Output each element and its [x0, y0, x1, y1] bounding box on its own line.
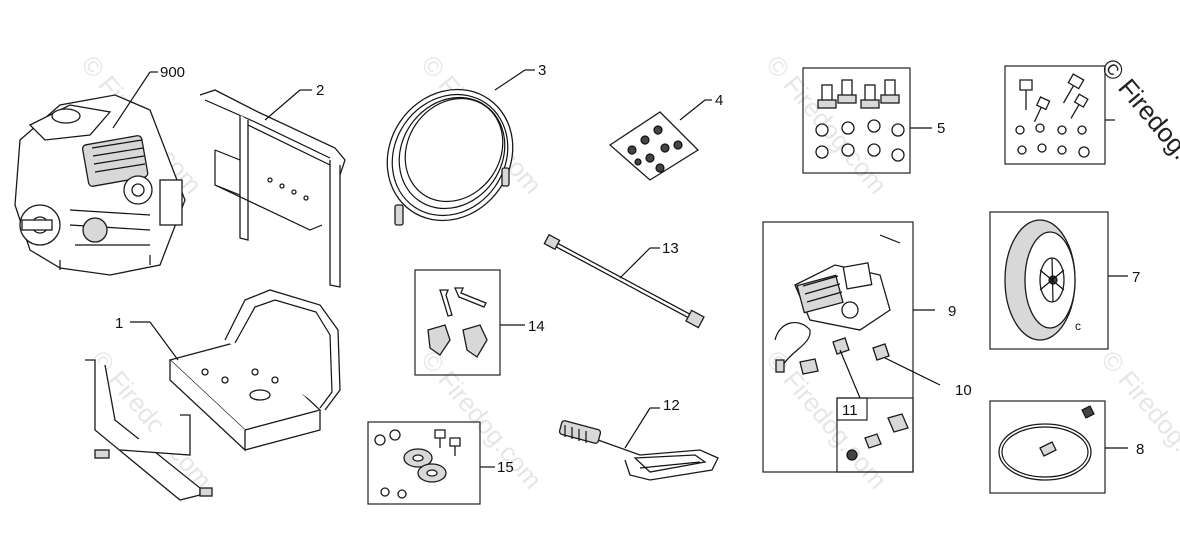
leader-line: [112, 71, 151, 129]
part-hardware-bag: [608, 111, 700, 181]
callout-5: 5: [937, 120, 945, 137]
callout-2: 2: [316, 82, 324, 99]
callout-4: 4: [715, 92, 723, 109]
callout-9: 9: [948, 303, 956, 320]
part-pump: [762, 221, 914, 473]
part-hose: [386, 88, 514, 226]
part-fittings-kit: [836, 397, 914, 473]
callout-15: 15: [497, 459, 514, 476]
callout-1: 1: [115, 315, 123, 332]
leader-line: [619, 247, 651, 279]
part-mounts-kit: [802, 67, 911, 174]
callout-11: 11: [842, 402, 858, 419]
svg-text:c: c: [1075, 319, 1081, 333]
leader-line: [679, 99, 706, 121]
leader-line: [839, 349, 861, 399]
callout-10: 10: [955, 382, 972, 399]
callout-12: 12: [663, 397, 680, 414]
leader-line: [264, 89, 301, 121]
part-knobs-kit: [414, 269, 501, 376]
part-bolts-kit: [1004, 65, 1106, 165]
part-frame: [85, 289, 341, 501]
part-handle: [199, 89, 346, 288]
callout-900: 900: [160, 64, 185, 81]
leader-line: [149, 321, 179, 361]
part-lance: [543, 233, 705, 329]
callout-13: 13: [662, 240, 679, 257]
part-wheel: c: [989, 211, 1109, 350]
leader-line: [884, 357, 941, 386]
part-oring-kit: [989, 400, 1106, 494]
leader-line: [624, 407, 651, 449]
callout-14: 14: [528, 318, 545, 335]
part-bearings-kit: [367, 421, 481, 505]
watermark-main: © Firedog.: [1095, 53, 1180, 166]
callout-7: 7: [1132, 269, 1140, 286]
watermark-text: © Firedog.com: [1095, 345, 1180, 495]
leader-line: [494, 69, 526, 91]
part-spray-gun: [558, 420, 719, 481]
part-engine: [14, 94, 186, 276]
callout-8: 8: [1136, 441, 1144, 458]
callout-3: 3: [538, 62, 546, 79]
